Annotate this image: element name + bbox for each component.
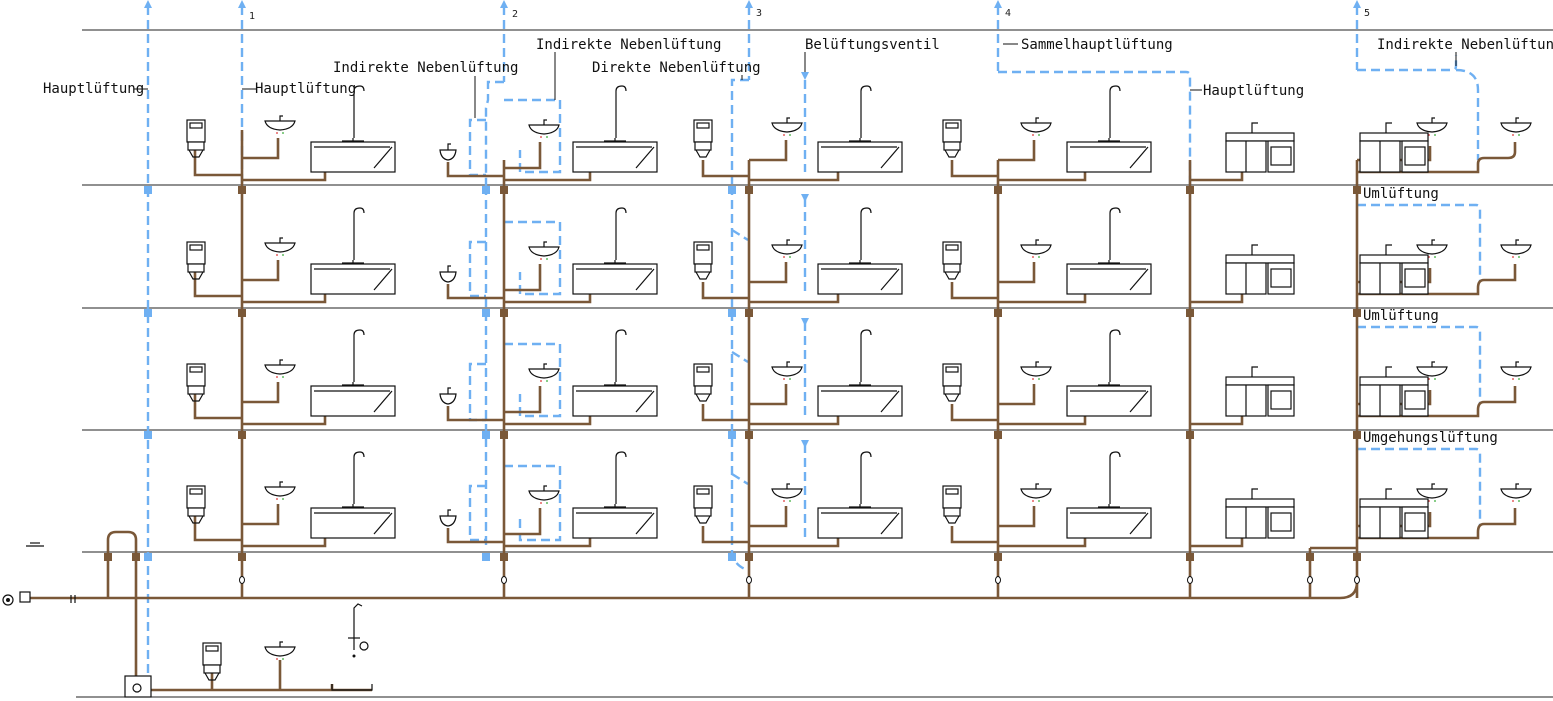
floor-drain-icon — [331, 684, 373, 691]
label-belueftungsventil: Belüftungsventil — [805, 37, 940, 53]
vent-stacks — [146, 6, 1482, 678]
junction-markers — [104, 186, 1361, 584]
stack-numbers: 1 2 3 4 5 — [249, 8, 1370, 22]
bidet-icon — [439, 143, 457, 527]
pump-shaft-icon — [124, 675, 152, 698]
label-indirekte-nebenlueftung-b: Indirekte Nebenlüftung — [536, 37, 721, 53]
drain-pipes — [20, 130, 1517, 692]
stack-number-2: 2 — [512, 9, 518, 20]
label-indirekte-nebenlueftung-5: Indirekte Nebenlüftung — [1377, 37, 1553, 53]
floor-slabs — [76, 29, 1553, 698]
label-hauptlueftung-1: Hauptlüftung — [255, 81, 356, 97]
ground-level-marker — [26, 542, 44, 547]
sewer-connection-icon — [2, 591, 76, 606]
stack-arrows — [144, 0, 1361, 448]
label-umlueftung-1: Umlüftung — [1363, 186, 1439, 202]
label-direkte-nebenlueftung: Direkte Nebenlüftung — [592, 60, 761, 76]
shower-icon — [348, 603, 369, 658]
label-sammelhauptlueftung: Sammelhauptlüftung — [1021, 37, 1173, 53]
stack-number-1: 1 — [249, 11, 255, 22]
label-hauptlueftung-4: Hauptlüftung — [1203, 83, 1304, 99]
label-hauptlueftung-left: Hauptlüftung — [43, 81, 144, 97]
stack-number-5: 5 — [1364, 8, 1370, 19]
label-umlueftung-2: Umlüftung — [1363, 308, 1439, 324]
stack-number-3: 3 — [756, 8, 762, 19]
label-indirekte-nebenlueftung-a: Indirekte Nebenlüftung — [333, 60, 518, 76]
label-umgehungslueftung: Umgehungslüftung — [1363, 430, 1498, 446]
annotations: Hauptlüftung Hauptlüftung Indirekte Nebe… — [43, 37, 1553, 446]
stack-number-4: 4 — [1005, 8, 1011, 19]
label-leaders — [134, 43, 1457, 118]
